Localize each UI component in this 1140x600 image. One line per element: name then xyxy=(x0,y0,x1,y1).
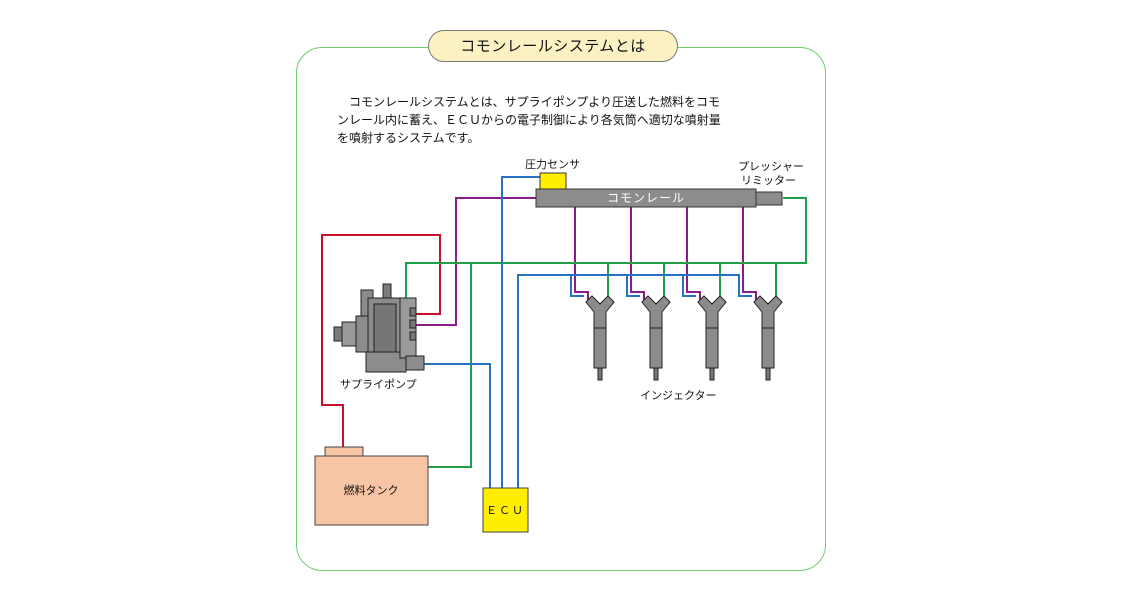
injector-2 xyxy=(641,295,671,381)
injector-3 xyxy=(697,295,727,381)
description-line-2: ンレール内に蓄え、ＥＣＵからの電子制御により各気筒へ適切な噴射量 xyxy=(337,113,721,127)
fuel-tank-label: 燃料タンク xyxy=(344,483,399,497)
high-pressure-lines xyxy=(416,197,757,326)
ecu-label: ＥＣＵ xyxy=(486,504,525,517)
pressure-sensor xyxy=(539,172,567,190)
injector-label: インジェクター xyxy=(640,389,717,402)
supply-pump xyxy=(333,283,425,373)
supply-pump-label: サプライポンプ xyxy=(340,378,417,391)
fuel-tank: 燃料タンク xyxy=(314,446,429,526)
description-line-3: を噴射するシステムです。 xyxy=(337,131,480,145)
injector-1 xyxy=(585,295,615,381)
injector-4 xyxy=(753,295,783,381)
fuel-supply-line xyxy=(321,234,441,447)
pressure-limiter-label-2: リミッター xyxy=(741,174,796,187)
common-rail-label: コモンレール xyxy=(607,191,685,205)
pressure-sensor-label: 圧力センサ xyxy=(525,158,580,171)
signal-lines xyxy=(416,176,752,488)
pressure-limiter-label-1: プレッシャー xyxy=(738,160,804,173)
description-line-1: コモンレールシステムとは、サプライポンプより圧送した燃料をコモ xyxy=(349,95,721,109)
common-rail: コモンレール xyxy=(535,188,757,208)
description-text: コモンレールシステムとは、サプライポンプより圧送した燃料をコモ ンレール内に蓄え… xyxy=(337,93,807,147)
pressure-limiter xyxy=(755,191,783,206)
ecu: ＥＣＵ xyxy=(482,487,529,533)
return-lines xyxy=(405,197,807,468)
diagram-title: コモンレールシステムとは xyxy=(428,30,678,62)
